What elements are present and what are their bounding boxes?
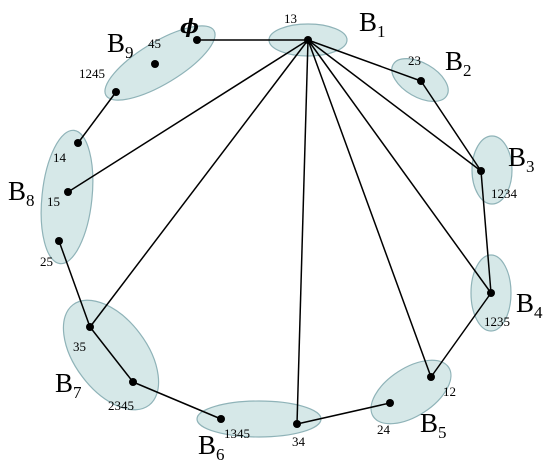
edge bbox=[67, 39, 309, 193]
bag-regions bbox=[40, 23, 513, 438]
vertex-dot bbox=[151, 60, 159, 68]
bag-label-8: B8 bbox=[8, 176, 35, 210]
vertex-dot bbox=[417, 77, 425, 85]
vertex-dot bbox=[193, 36, 201, 44]
edge bbox=[89, 39, 309, 328]
vertex-label: 2345 bbox=[108, 398, 134, 413]
bag-label-index: 5 bbox=[438, 423, 447, 442]
bag-label-5: B5 bbox=[420, 408, 447, 442]
vertex-dot bbox=[55, 237, 63, 245]
bag-label-index: 7 bbox=[73, 383, 82, 402]
bag-label-index: 1 bbox=[377, 22, 386, 41]
vertex-label: 14 bbox=[53, 150, 67, 165]
vertex-dot bbox=[74, 139, 82, 147]
vertex-label: 25 bbox=[40, 254, 53, 269]
bag-region-8 bbox=[40, 129, 94, 265]
vertex-dot bbox=[64, 188, 72, 196]
edge bbox=[296, 39, 309, 425]
bag-label-9: B9 bbox=[107, 28, 134, 62]
bag-label-index: 6 bbox=[216, 445, 225, 464]
bag-label-index: 3 bbox=[526, 157, 535, 176]
vertices bbox=[55, 36, 495, 428]
edge bbox=[430, 292, 492, 378]
vertex-label: 13 bbox=[284, 11, 297, 26]
vertex-label: 24 bbox=[377, 422, 391, 437]
edge bbox=[307, 39, 492, 294]
edge bbox=[307, 39, 422, 82]
bag-label-index: 8 bbox=[26, 191, 35, 210]
vertex-label: ϕ bbox=[180, 14, 199, 38]
edge bbox=[132, 381, 222, 420]
vertex-label: 1345 bbox=[224, 426, 250, 441]
edge bbox=[307, 39, 482, 172]
bag-label-1: B1 bbox=[359, 7, 386, 41]
bag-label-index: 4 bbox=[534, 303, 543, 322]
vertex-dot bbox=[112, 88, 120, 96]
bag-label-2: B2 bbox=[445, 46, 472, 80]
edge bbox=[296, 402, 391, 425]
vertex-label: 1235 bbox=[484, 314, 510, 329]
edge bbox=[89, 326, 134, 383]
vertex-dot bbox=[304, 36, 312, 44]
vertex-dot bbox=[427, 373, 435, 381]
vertex-label: 35 bbox=[73, 339, 86, 354]
vertex-dot bbox=[477, 167, 485, 175]
vertex-dot bbox=[487, 289, 495, 297]
edge bbox=[420, 80, 482, 172]
vertex-label: 34 bbox=[292, 434, 306, 449]
bag-label-index: 9 bbox=[125, 43, 134, 62]
bag-label-7: B7 bbox=[55, 368, 82, 402]
vertex-label: 12 bbox=[443, 384, 456, 399]
bag-region-9 bbox=[104, 25, 216, 101]
edge bbox=[480, 170, 492, 294]
vertex-dot bbox=[129, 378, 137, 386]
bag-label-4: B4 bbox=[516, 288, 543, 322]
bag-label-index: 2 bbox=[463, 61, 472, 80]
vertex-label: 1234 bbox=[491, 186, 518, 201]
vertex-label: 15 bbox=[47, 194, 60, 209]
edges bbox=[58, 39, 492, 425]
vertex-dot bbox=[293, 420, 301, 428]
bag-label-6: B6 bbox=[198, 430, 225, 464]
vertex-dot bbox=[386, 399, 394, 407]
vertex-dot bbox=[217, 415, 225, 423]
bag-label-3: B3 bbox=[508, 142, 535, 176]
vertex-dot bbox=[86, 323, 94, 331]
vertex-label: 45 bbox=[148, 36, 161, 51]
vertex-label: 1245 bbox=[79, 66, 105, 81]
edge bbox=[307, 39, 432, 378]
edge bbox=[58, 240, 91, 328]
vertex-label: 23 bbox=[408, 53, 421, 68]
edge bbox=[77, 91, 117, 144]
